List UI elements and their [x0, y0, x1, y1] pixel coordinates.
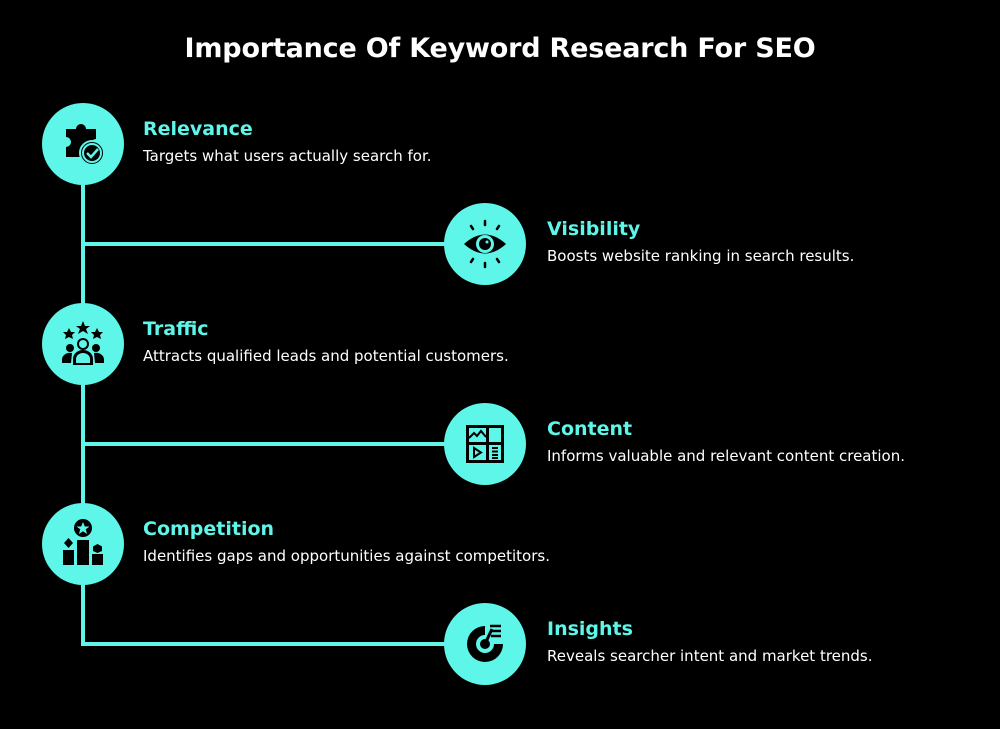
connector-content: [81, 442, 461, 446]
people-stars-icon: [62, 321, 104, 365]
eye-icon: [464, 219, 506, 269]
item-heading: Content: [547, 418, 633, 440]
item-description: Identifies gaps and opportunities agains…: [143, 547, 550, 565]
item-heading: Visibility: [547, 218, 641, 240]
item-heading: Competition: [143, 518, 275, 540]
competition-node: [42, 503, 124, 585]
item-heading: Insights: [547, 618, 633, 640]
item-description: Attracts qualified leads and potential c…: [143, 347, 509, 365]
item-description: Boosts website ranking in search results…: [547, 247, 855, 265]
item-traffic: Traffic Attracts qualified leads and pot…: [143, 317, 509, 367]
item-visibility: Visibility Boosts website ranking in sea…: [547, 217, 854, 267]
podium-star-icon: [63, 519, 103, 565]
puzzle-check-icon: [66, 124, 105, 166]
item-insights: Insights Reveals searcher intent and mar…: [547, 617, 873, 667]
content-layout-icon: [466, 425, 504, 463]
item-competition: Competition Identifies gaps and opportun…: [143, 517, 550, 567]
connector-visibility: [81, 242, 461, 246]
timeline-vertical-connector: [81, 150, 85, 646]
page-title: Importance Of Keyword Research For SEO: [184, 33, 816, 64]
item-description: Targets what users actually search for.: [143, 147, 432, 165]
item-description: Informs valuable and relevant content cr…: [547, 447, 905, 465]
item-heading: Relevance: [143, 118, 253, 140]
item-description: Reveals searcher intent and market trend…: [547, 647, 873, 665]
pie-chart-insights-icon: [467, 624, 503, 662]
relevance-node: [42, 103, 124, 185]
connector-insights: [81, 642, 461, 646]
item-relevance: Relevance Targets what users actually se…: [143, 117, 432, 167]
content-node: [444, 403, 526, 485]
insights-node: [444, 603, 526, 685]
item-content: Content Informs valuable and relevant co…: [547, 417, 905, 467]
traffic-node: [42, 303, 124, 385]
visibility-node: [444, 203, 526, 285]
item-heading: Traffic: [143, 318, 209, 340]
